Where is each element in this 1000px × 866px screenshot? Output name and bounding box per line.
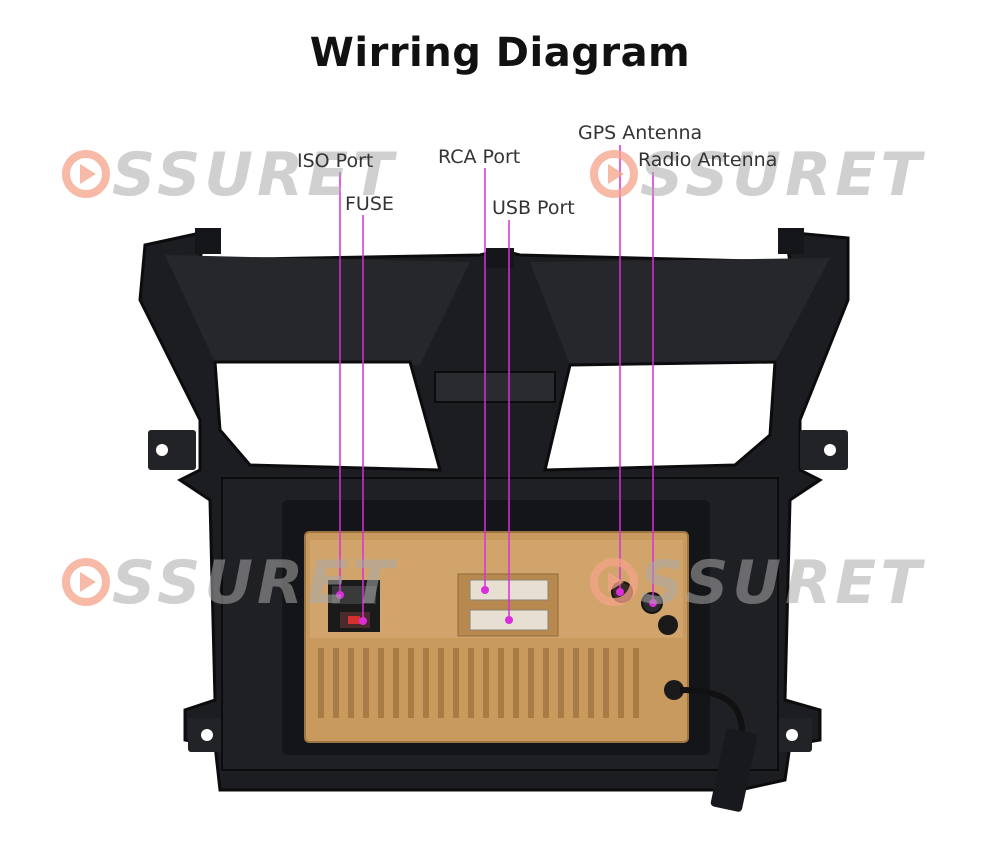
gps-callout-dot xyxy=(616,588,624,596)
mount-hole-left xyxy=(156,444,168,456)
rca-port-label: RCA Port xyxy=(438,146,521,168)
vent-slot xyxy=(348,648,354,718)
iso-port-label: ISO Port xyxy=(297,150,374,172)
vent-slot xyxy=(333,648,339,718)
vent-slot xyxy=(603,648,609,718)
upper-left-panel xyxy=(165,255,470,365)
watermark-text: SSURET xyxy=(640,140,926,210)
right-window-cutout xyxy=(543,360,777,472)
usb-callout-dot xyxy=(505,616,513,624)
watermark-logo-icon xyxy=(62,150,110,198)
mount-hole-bottom-left xyxy=(201,729,213,741)
watermark-text: SSURET xyxy=(112,140,398,210)
vent-slot xyxy=(633,648,639,718)
rca-callout-dot xyxy=(481,586,489,594)
vent-slot xyxy=(498,648,504,718)
vent-slot xyxy=(423,648,429,718)
radio-antenna-label: Radio Antenna xyxy=(638,149,778,171)
vent-slot xyxy=(528,648,534,718)
iso-callout-dot xyxy=(336,591,344,599)
iso-pins xyxy=(332,586,376,604)
watermark-logo-icon xyxy=(590,150,638,198)
fuse-label: FUSE xyxy=(345,193,394,215)
cooling-vents xyxy=(318,648,639,718)
upper-right-panel xyxy=(530,258,830,365)
fuse-callout-dot xyxy=(359,617,367,625)
usb-port-label: USB Port xyxy=(492,197,575,219)
vent-slot xyxy=(378,648,384,718)
aux-jack xyxy=(658,615,678,635)
gps-antenna-label: GPS Antenna xyxy=(578,122,703,144)
vent-slot xyxy=(618,648,624,718)
top-clip-right xyxy=(778,228,804,254)
watermark-text: SSURET xyxy=(112,548,398,618)
center-mount-tab xyxy=(434,371,556,403)
watermark-text: SSURET xyxy=(640,548,926,618)
vent-slot xyxy=(513,648,519,718)
vent-slot xyxy=(468,648,474,718)
callout-lines xyxy=(336,145,657,625)
vent-slot xyxy=(318,648,324,718)
vent-slot xyxy=(393,648,399,718)
watermark-logo-icon xyxy=(590,558,638,606)
vent-slot xyxy=(573,648,579,718)
vent-slot xyxy=(438,648,444,718)
mount-ear-left xyxy=(148,430,196,470)
vent-slot xyxy=(588,648,594,718)
watermark-logo-icon xyxy=(62,558,110,606)
top-clip-center xyxy=(486,248,514,268)
mount-hole-bottom-right xyxy=(786,729,798,741)
dc-jack xyxy=(664,680,684,700)
vent-slot xyxy=(408,648,414,718)
power-cable xyxy=(679,687,746,741)
vent-slot xyxy=(483,648,489,718)
fuse-element xyxy=(348,616,360,624)
diagram-title: Wirring Diagram xyxy=(309,30,691,76)
vent-slot xyxy=(453,648,459,718)
vent-slot xyxy=(558,648,564,718)
cable-plug xyxy=(710,728,758,812)
top-clip-left xyxy=(195,228,221,254)
radio-callout-dot xyxy=(649,599,657,607)
left-window-cutout xyxy=(213,360,442,472)
mount-hole-right xyxy=(824,444,836,456)
vent-slot xyxy=(363,648,369,718)
vent-slot xyxy=(543,648,549,718)
